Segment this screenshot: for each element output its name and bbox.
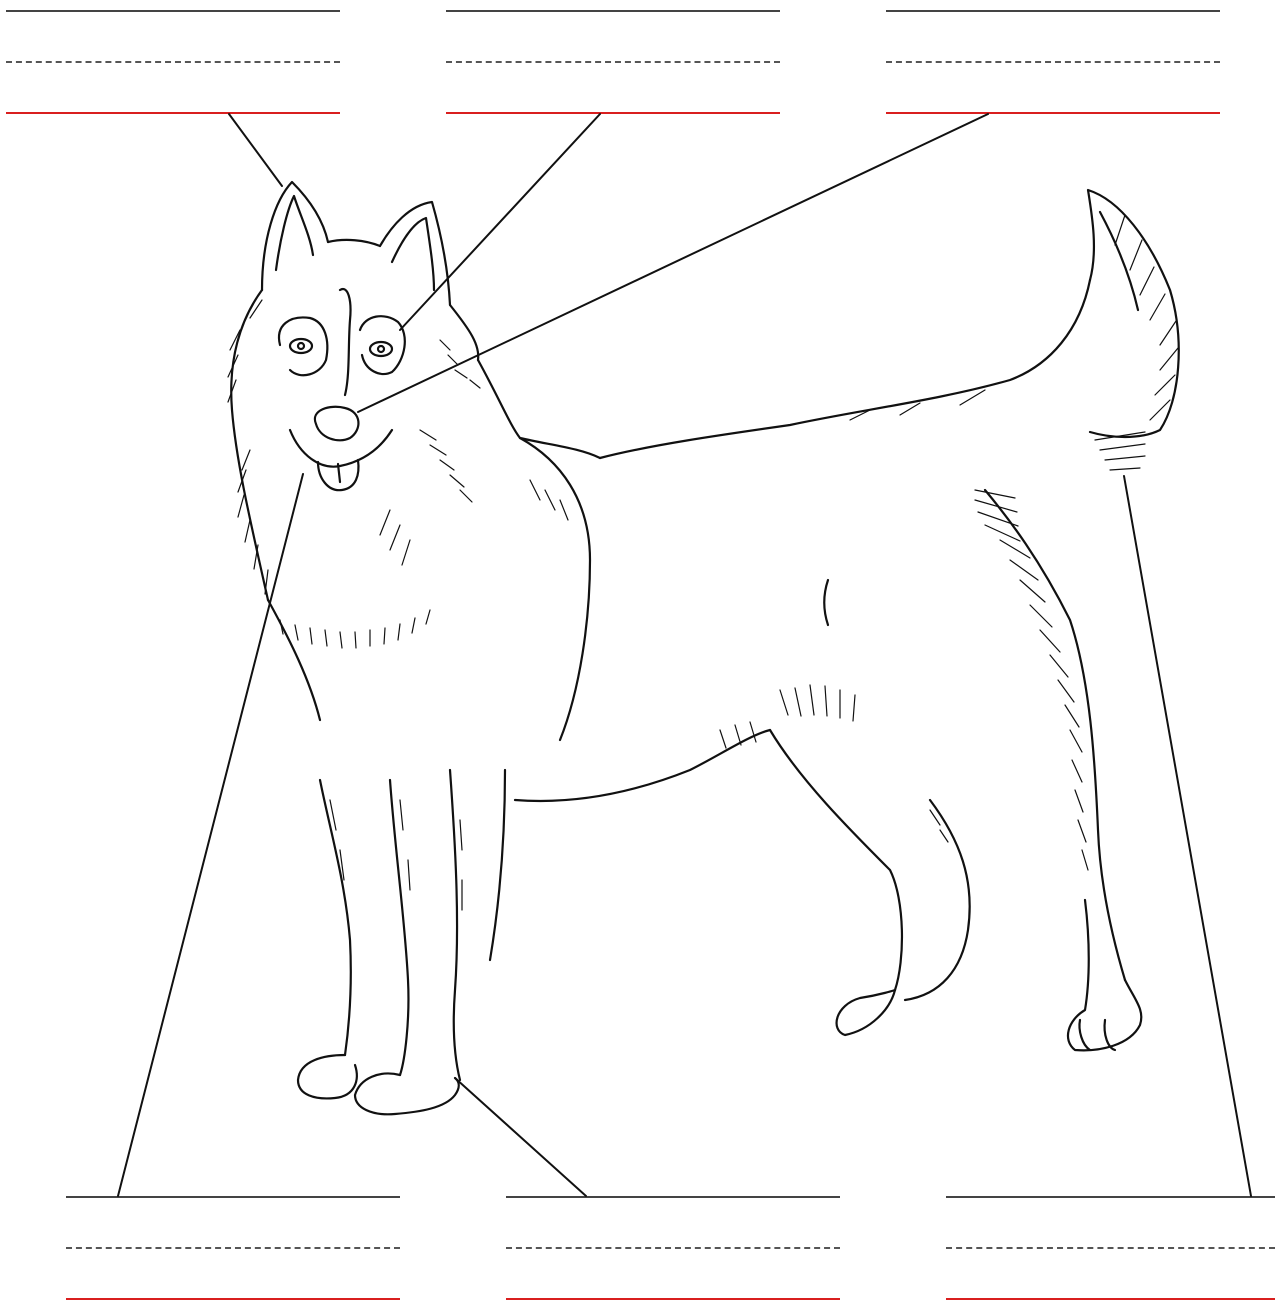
- pointer-line-nose: [358, 114, 988, 412]
- right-ear-inner: [392, 218, 434, 290]
- dog-head: [231, 182, 478, 600]
- right-ear: [380, 202, 450, 305]
- right-pupil: [378, 346, 384, 352]
- tail-inner: [1100, 212, 1138, 310]
- dog-body: [268, 190, 1179, 1114]
- fur-strokes-belly: [720, 685, 855, 748]
- forehead: [328, 240, 380, 246]
- fur-strokes-face: [228, 300, 480, 402]
- chest-fur: [268, 600, 320, 720]
- left-eye: [290, 339, 312, 353]
- front-leg-right-inner: [490, 770, 505, 960]
- near-hind-paw: [837, 990, 895, 1035]
- mouth: [290, 430, 392, 467]
- near-hind-leg: [770, 730, 902, 990]
- hind-leg-front: [905, 800, 970, 1000]
- face-mask-right: [360, 316, 405, 374]
- pointer-line-paw: [455, 1078, 586, 1196]
- front-leg-left-outer: [320, 780, 351, 1055]
- pointer-line-tongue: [118, 474, 303, 1196]
- blaze: [340, 289, 351, 395]
- flank-mark: [824, 580, 828, 625]
- fur-strokes-rump: [975, 490, 1088, 870]
- right-eye: [370, 342, 392, 356]
- shoulder: [520, 438, 590, 740]
- fur-strokes-legs: [330, 800, 948, 910]
- left-pupil: [298, 343, 304, 349]
- tail-outer: [1088, 190, 1179, 437]
- nose-shape: [315, 407, 359, 441]
- head-right-outline: [450, 305, 478, 360]
- pointer-line-eyes: [400, 114, 600, 330]
- front-leg-right-outer: [450, 770, 460, 1080]
- front-paw-right: [355, 1074, 459, 1115]
- belly: [515, 730, 770, 801]
- pointer-line-ears: [229, 114, 282, 186]
- pointer-line-tail: [1124, 476, 1251, 1196]
- hind-paw: [1079, 1020, 1115, 1050]
- left-ear-inner: [276, 196, 313, 270]
- neck-back: [478, 360, 600, 458]
- front-leg-left-inner: [390, 780, 408, 1075]
- front-paw-left: [298, 1055, 357, 1098]
- back-line: [600, 280, 1090, 458]
- rump: [985, 490, 1125, 980]
- fur-strokes-tail: [850, 215, 1178, 470]
